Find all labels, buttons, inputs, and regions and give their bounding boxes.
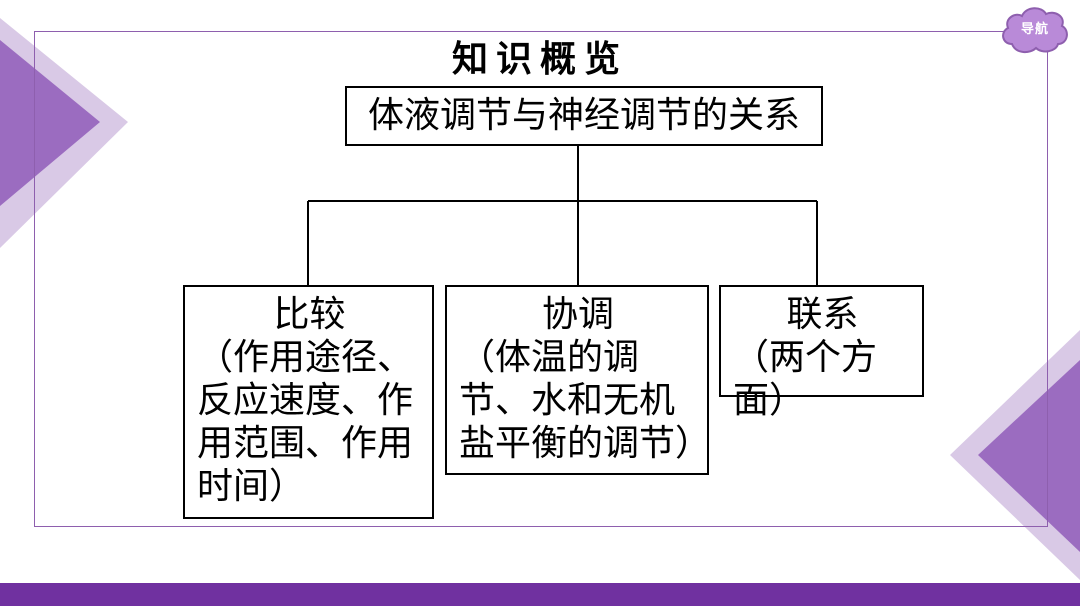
- node-connection-body: （两个方面）: [733, 337, 878, 421]
- node-comparison-body: （作用途径、反应速度、作用范围、作用时间）: [197, 337, 414, 507]
- right-triangle-dark: [978, 360, 1080, 552]
- page-title: 知识概览: [451, 39, 628, 80]
- content-frame: [34, 31, 1048, 527]
- nav-cloud-icon[interactable]: [998, 4, 1070, 56]
- node-coordination-head: 协调: [541, 294, 614, 335]
- node-coordination: 协调 （体温的调节、水和无机盐平衡的调节）: [445, 285, 712, 475]
- node-comparison-head: 比较: [273, 294, 346, 335]
- node-comparison: 比较 （作用途径、反应速度、作用范围、作用时间）: [183, 285, 434, 519]
- left-triangle-dark: [0, 40, 100, 206]
- bottom-band: [0, 583, 1080, 606]
- node-connection: 联系 （两个方面）: [719, 285, 924, 421]
- root-node: 体液调节与神经调节的关系: [345, 86, 823, 146]
- node-connection-head: 联系: [786, 294, 859, 335]
- nav-button[interactable]: 导航: [1020, 22, 1049, 37]
- node-coordination-body: （体温的调节、水和无机盐平衡的调节）: [459, 337, 712, 464]
